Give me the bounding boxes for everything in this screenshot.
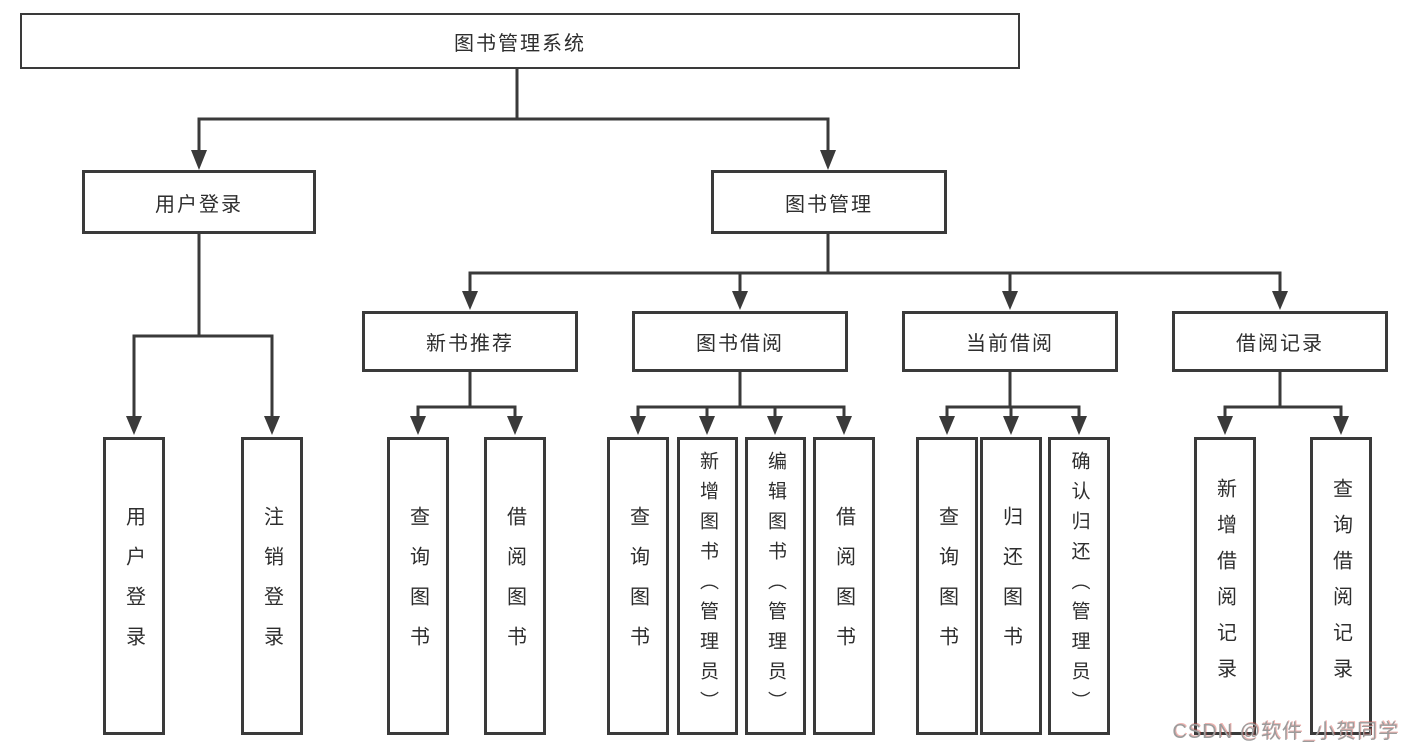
node-library-management-system: 图书管理系统 (20, 13, 1020, 69)
leaf-query-borrow-record: 查询借阅记录 (1310, 437, 1372, 735)
leaf-logout: 注销登录 (241, 437, 303, 735)
leaf-label: 确认归还（管理员） (1068, 451, 1090, 721)
node-book-borrow: 图书借阅 (632, 311, 848, 372)
leaf-confirm-return-admin: 确认归还（管理员） (1048, 437, 1110, 735)
leaf-borrow-books-2: 借阅图书 (813, 437, 875, 735)
leaf-label: 借阅图书 (832, 506, 855, 666)
csdn-watermark: CSDN @软件_小贺同学 (1172, 721, 1399, 743)
node-label: 借阅记录 (1236, 333, 1324, 355)
leaf-label: 新增借阅记录 (1213, 478, 1236, 694)
node-label: 新书推荐 (426, 333, 514, 355)
connector-book-borrow (636, 369, 846, 423)
leaf-edit-books-admin: 编辑图书（管理员） (745, 437, 806, 735)
connector-new-book (416, 369, 517, 423)
leaf-label: 编辑图书（管理员） (765, 451, 786, 721)
leaf-label: 查询图书 (406, 506, 429, 666)
leaf-label: 注销登录 (260, 506, 283, 666)
leaf-label: 借阅图书 (503, 506, 526, 666)
connector-borrow-records (1223, 369, 1343, 423)
node-label: 用户登录 (155, 193, 243, 216)
connector-root (197, 65, 830, 155)
connector-current-borrow (945, 369, 1081, 423)
leaf-label: 用户登录 (122, 506, 145, 666)
leaf-query-books-1: 查询图书 (387, 437, 449, 735)
leaf-borrow-books-1: 借阅图书 (484, 437, 546, 735)
arrowheads (126, 150, 1349, 435)
node-label: 图书管理系统 (454, 32, 586, 55)
leaf-query-books-2: 查询图书 (607, 437, 669, 735)
leaf-label: 新增图书（管理员） (697, 451, 718, 721)
node-new-book-recommend: 新书推荐 (362, 311, 578, 372)
leaf-return-books: 归还图书 (980, 437, 1042, 735)
leaf-add-borrow-record: 新增借阅记录 (1194, 437, 1256, 735)
node-label: 当前借阅 (966, 333, 1054, 355)
node-user-login: 用户登录 (82, 170, 316, 234)
leaf-add-books-admin: 新增图书（管理员） (677, 437, 738, 735)
leaf-label: 归还图书 (999, 506, 1022, 666)
node-current-borrow: 当前借阅 (902, 311, 1118, 372)
node-borrow-records: 借阅记录 (1172, 311, 1388, 372)
leaf-label: 查询借阅记录 (1329, 478, 1352, 694)
node-label: 图书借阅 (696, 333, 784, 355)
connector-user-login (132, 233, 274, 422)
connector-book-management (468, 233, 1282, 297)
leaf-query-books-3: 查询图书 (916, 437, 978, 735)
node-book-management: 图书管理 (711, 170, 947, 234)
leaf-label: 查询图书 (626, 506, 649, 666)
leaf-user-login: 用户登录 (103, 437, 165, 735)
leaf-label: 查询图书 (935, 506, 958, 666)
node-label: 图书管理 (785, 193, 873, 216)
